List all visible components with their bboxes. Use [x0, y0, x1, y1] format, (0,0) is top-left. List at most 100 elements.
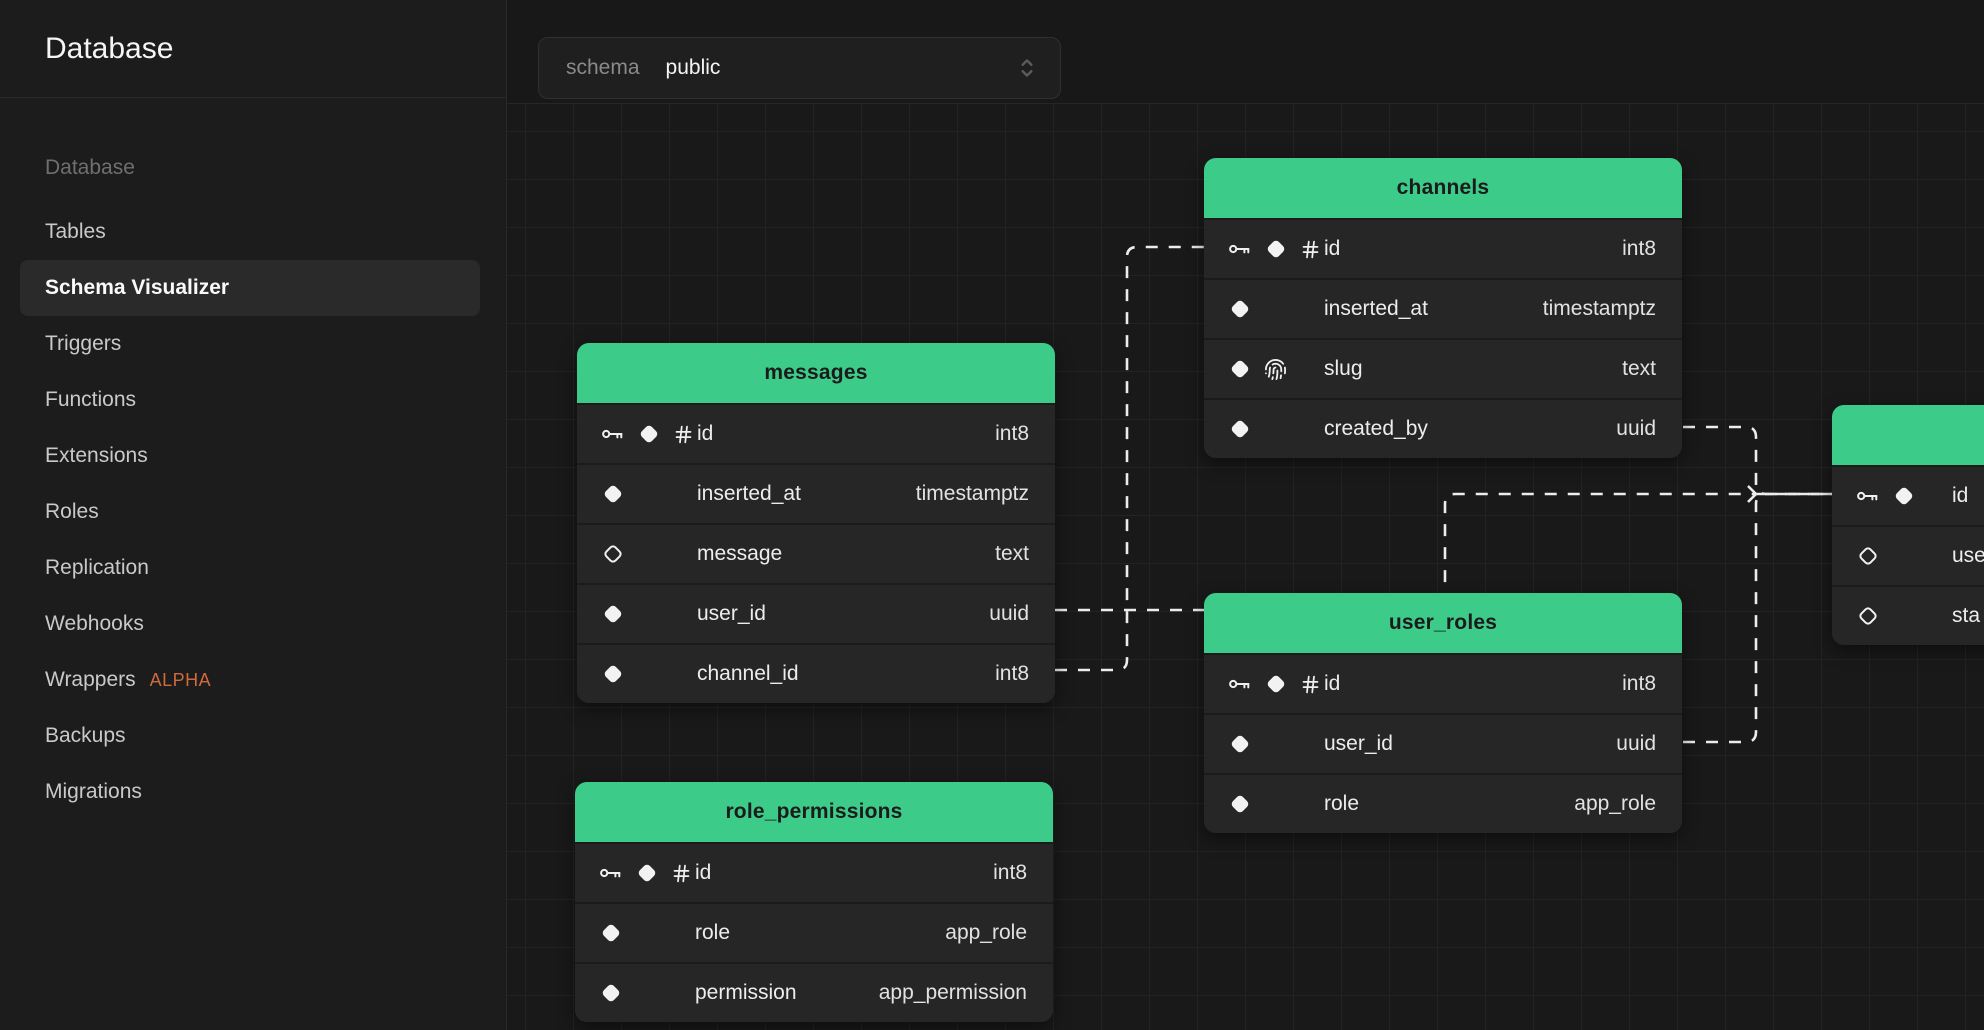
column-name: created_by — [1324, 417, 1428, 440]
sidebar-item-backups[interactable]: Backups — [0, 708, 506, 764]
column-type: text — [995, 542, 1029, 565]
sidebar-item-label: Tables — [45, 220, 106, 243]
column-icons — [1856, 604, 1952, 628]
column-name: slug — [1324, 357, 1363, 380]
canvas-topbar: schema public — [507, 0, 1984, 104]
diamond-filled-icon — [1267, 240, 1285, 258]
sidebar-item-roles[interactable]: Roles — [0, 484, 506, 540]
column-type: int8 — [995, 422, 1029, 445]
column-name: channel_id — [697, 662, 799, 685]
column-name: user_id — [697, 602, 766, 625]
column-type: timestamptz — [915, 482, 1029, 505]
column-name: sta — [1952, 604, 1981, 627]
column-row-messages-user_id: user_id uuid — [577, 583, 1055, 643]
table-title: messages — [764, 361, 868, 384]
column-row-messages-inserted_at: inserted_at timestamptz — [577, 463, 1055, 523]
column-icons — [601, 662, 697, 686]
alpha-badge: ALPHA — [149, 669, 212, 690]
sidebar-item-webhooks[interactable]: Webhooks — [0, 596, 506, 652]
column-row-users_partial-use: use — [1832, 525, 1984, 585]
column-icons — [1228, 672, 1324, 696]
sidebar-item-triggers[interactable]: Triggers — [0, 316, 506, 372]
diamond-filled-icon — [640, 425, 658, 443]
sidebar-item-replication[interactable]: Replication — [0, 540, 506, 596]
column-icons — [601, 422, 697, 446]
column-name: id — [1324, 237, 1341, 260]
key-icon — [1857, 491, 1878, 501]
column-icons — [601, 482, 697, 506]
column-type: timestamptz — [1542, 297, 1656, 320]
table-node-users_partial[interactable]: id use sta — [1832, 405, 1984, 645]
column-row-users_partial-id: id — [1832, 465, 1984, 525]
column-name: inserted_at — [697, 482, 801, 505]
column-type: text — [1622, 357, 1656, 380]
column-name: id — [695, 861, 712, 884]
edge-messages-channel_id-to-channels-id — [1055, 245, 1204, 672]
sidebar-item-label: Backups — [45, 724, 126, 747]
column-type: app_role — [945, 921, 1027, 944]
sidebar-item-label: Roles — [45, 500, 99, 523]
column-icons — [1856, 484, 1952, 508]
diamond-filled-icon — [1231, 795, 1249, 813]
column-type: int8 — [1622, 672, 1656, 695]
column-icons — [1856, 544, 1952, 568]
column-name: role — [1324, 792, 1360, 815]
edge-user_roles-user_id-to-users-id — [1683, 492, 1832, 744]
table-title: user_roles — [1388, 611, 1498, 634]
diamond-filled-icon — [1895, 487, 1913, 505]
sidebar-item-extensions[interactable]: Extensions — [0, 428, 506, 484]
table-header-channels: channels — [1204, 158, 1682, 218]
sidebar-item-migrations[interactable]: Migrations — [0, 764, 506, 820]
fingerprint-icon — [1265, 358, 1286, 380]
sidebar-item-label: Schema Visualizer — [45, 276, 230, 299]
diamond-outline-icon — [1859, 547, 1877, 565]
schema-label: schema — [566, 56, 640, 79]
column-icons — [1228, 297, 1324, 321]
chevron-up-down-icon — [1021, 59, 1033, 77]
sidebar-item-functions[interactable]: Functions — [0, 372, 506, 428]
diamond-filled-icon — [1231, 735, 1249, 753]
column-row-users_partial-sta: sta — [1832, 585, 1984, 645]
schema-selector[interactable]: schema public — [538, 37, 1061, 99]
sidebar-item-tables[interactable]: Tables — [0, 204, 506, 260]
sidebar-item-schema-visualizer[interactable]: Schema Visualizer — [20, 260, 480, 316]
column-icons — [601, 602, 697, 626]
column-icons — [1228, 357, 1324, 381]
sidebar-item-label: Webhooks — [45, 612, 144, 635]
column-icons — [1228, 732, 1324, 756]
column-type: uuid — [989, 602, 1029, 625]
edge-merge-arrow — [1747, 485, 1758, 503]
page-title: Database — [45, 31, 174, 65]
column-name: user_id — [1324, 732, 1393, 755]
sidebar-item-label: Database — [45, 156, 135, 179]
column-name: use — [1952, 544, 1984, 567]
diamond-filled-icon — [1231, 420, 1249, 438]
column-type: int8 — [993, 861, 1027, 884]
table-title: channels — [1396, 176, 1490, 199]
key-icon — [1229, 244, 1250, 254]
sidebar-item-label: Extensions — [45, 444, 148, 467]
table-header-user_roles: user_roles — [1204, 593, 1682, 653]
hash-icon — [673, 864, 690, 882]
column-row-role_permissions-id: id int8 — [575, 842, 1053, 902]
column-type: app_permission — [878, 981, 1027, 1004]
diamond-filled-icon — [604, 665, 622, 683]
hash-icon — [675, 425, 692, 443]
key-icon — [1229, 679, 1250, 689]
sidebar-item-label: Functions — [45, 388, 137, 411]
